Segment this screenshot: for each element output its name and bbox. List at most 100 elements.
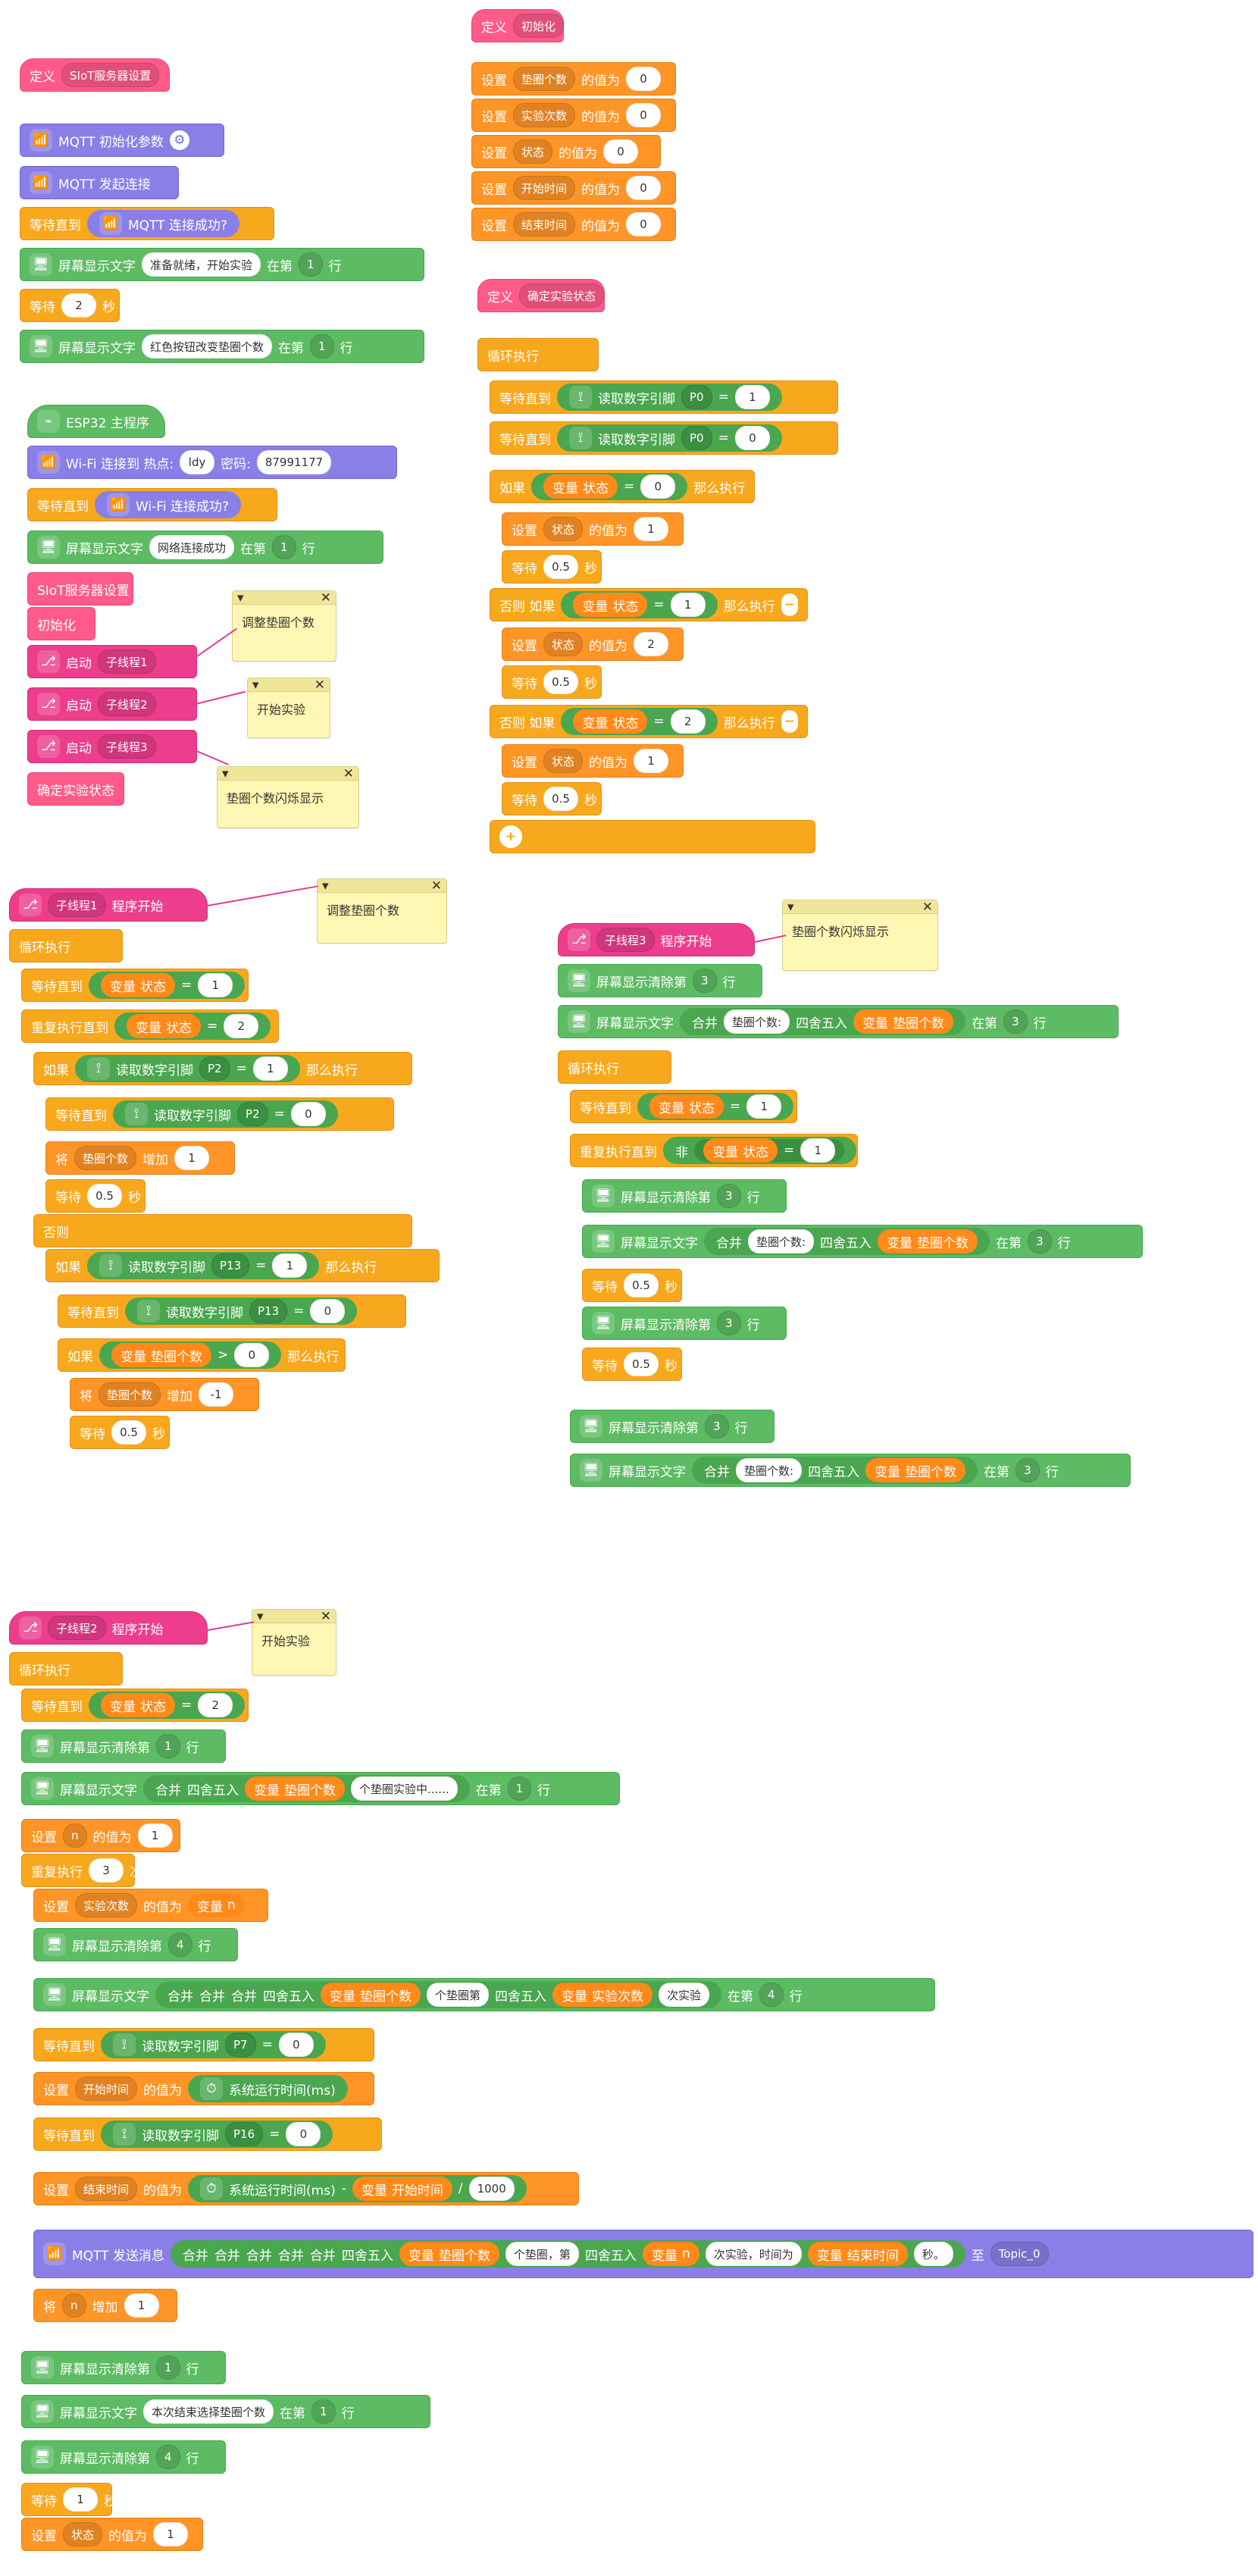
if-washer-gt-0-block[interactable]: 如果 变量 垫圈个数 > 0 那么执行 [58,1338,346,1372]
var-dropdown[interactable]: 垫圈个数 [513,67,576,91]
thread-dropdown[interactable]: 子线程1 [48,893,106,917]
define-init-block[interactable]: 定义 初始化 [471,9,565,42]
gear-icon[interactable]: ⚙ [169,130,189,150]
note-adjust-washers-1[interactable]: ▾ ✕ 调整垫圈个数 [232,590,336,662]
var-dropdown[interactable]: 状态 [543,632,584,656]
pin-value[interactable]: 1 [252,1056,288,1081]
washer-variable[interactable]: 变量 垫圈个数 [399,2242,499,2266]
define-name[interactable]: 确定实验状态 [519,283,605,308]
value-input[interactable]: 0 [626,103,662,127]
state-value[interactable]: 1 [746,1094,782,1119]
print-washer-row-3[interactable]: 🖥 屏幕显示文字 合并 垫圈个数: 四舍五入 变量 垫圈个数 在第 3 行 [558,1005,1119,1038]
washer-variable[interactable]: 变量 垫圈个数 [853,1009,954,1034]
suffix-text[interactable]: 个垫圈实验中...... [351,1776,458,1801]
else-block[interactable]: 否则 [33,1214,412,1247]
define-confirm-block[interactable]: 定义 确定实验状态 [477,279,605,312]
thread-dropdown[interactable]: 子线程3 [98,734,156,759]
start-thread2-block[interactable]: ⎇ 启动 子线程2 [27,687,197,721]
state-equals-condition[interactable]: 变量 状态 = 2 [114,1013,271,1040]
pin-dropdown[interactable]: P2 [199,1056,230,1081]
compare-value[interactable]: 0 [234,1343,270,1367]
chevron-down-icon[interactable]: ▾ [257,1608,264,1624]
row-dropdown[interactable]: 1 [272,535,296,559]
repeat-count[interactable]: 3 [89,1858,124,1883]
clear-row-4-block[interactable]: 🖥 屏幕显示清除第 4 行 [33,1928,238,1961]
washer-variable[interactable]: 变量 垫圈个数 [865,1458,966,1482]
print-experiment-status[interactable]: 🖥 屏幕显示文字 合并 合并 合并 四舍五入 变量 垫圈个数 个垫圈第 四舍五入… [33,1978,935,2011]
pin-equals-condition[interactable]: ⟟ 读取数字引脚 P13 = 0 [125,1297,358,1325]
close-icon[interactable]: ✕ [320,1608,331,1624]
var-dropdown[interactable]: 实验次数 [513,103,576,127]
join-expression[interactable]: 合并 垫圈个数: 四舍五入 变量 垫圈个数 [692,1457,978,1484]
if-p13-1-block[interactable]: 如果 ⟟ 读取数字引脚 P13 = 1 那么执行 [45,1249,440,1282]
var-dropdown[interactable]: 垫圈个数 [74,1146,137,1170]
mqtt-message-expression[interactable]: 合并 合并 合并 合并 合并 四舍五入 变量 垫圈个数 个垫圈，第 四舍五入 变… [170,2240,965,2268]
wait-seconds[interactable]: 0.5 [87,1184,122,1208]
wait-0-5-block[interactable]: 等待 0.5 秒 [45,1179,146,1213]
note-header[interactable]: ▾ ✕ [217,766,358,781]
set-var-block-2[interactable]: 设置 实验次数 的值为 0 [471,99,676,132]
pin-value[interactable]: 1 [272,1254,308,1278]
state-value[interactable]: 0 [640,474,676,499]
if-p2-1-block[interactable]: 如果 ⟟ 读取数字引脚 P2 = 1 那么执行 [33,1052,412,1085]
not-condition[interactable]: 非 变量 状态 = 1 [663,1137,857,1164]
join-expression[interactable]: 合并 四舍五入 变量 垫圈个数 个垫圈实验中...... [143,1775,470,1802]
var-dropdown[interactable]: 开始时间 [75,2077,138,2101]
row-dropdown[interactable]: 3 [1028,1229,1052,1254]
washer-variable[interactable]: 变量 垫圈个数 [878,1229,978,1254]
wait-p2-0-block[interactable]: 等待直到 ⟟ 读取数字引脚 P2 = 0 [45,1097,394,1131]
pin-equals-condition[interactable]: ⟟ 读取数字引脚 P13 = 1 [87,1252,320,1279]
thread-dropdown[interactable]: 子线程2 [98,692,156,716]
value-input[interactable]: 0 [626,67,662,91]
sec-period-text[interactable]: 秒。 [913,2242,953,2266]
var-dropdown[interactable]: 状态 [63,2522,103,2546]
thread3-hat[interactable]: ⎇ 子线程3 程序开始 [558,923,755,956]
wait-seconds[interactable]: 0.5 [624,1273,659,1297]
thread-dropdown[interactable]: 子线程1 [98,649,156,674]
define-name[interactable]: 初始化 [513,14,565,38]
clear-row-3-block-4[interactable]: 🖥 屏幕显示清除第 3 行 [570,1410,775,1443]
runtime-reporter[interactable]: ⏱ 系统运行时间(ms) [188,2075,348,2102]
elif-state-1-block[interactable]: 否则 如果 变量 状态 = 1 那么执行 − [490,588,808,621]
pin-value[interactable]: 0 [734,426,770,450]
add-branch-row[interactable]: + [490,820,815,853]
print-experimenting[interactable]: 🖥 屏幕显示文字 合并 四舍五入 变量 垫圈个数 个垫圈实验中...... 在第… [21,1772,620,1805]
pin-equals-condition[interactable]: ⟟ 读取数字引脚 P0 = 1 [557,383,782,411]
set-state-1-block[interactable]: 设置 状态 的值为 1 [502,512,684,546]
wait-until-p0-1[interactable]: 等待直到 ⟟ 读取数字引脚 P0 = 1 [490,380,838,414]
value-input[interactable]: 1 [634,517,669,541]
chevron-down-icon[interactable]: ▾ [237,590,244,606]
print-end-message[interactable]: 🖥 屏幕显示文字 本次结束选择垫圈个数 在第 1 行 [21,2395,430,2428]
exp-count-variable[interactable]: 变量 实验次数 [552,1983,653,2007]
define-name[interactable]: SIoT服务器设置 [61,63,160,87]
wait-until-block[interactable]: 等待直到 📶 MQTT 连接成功? [20,207,274,240]
state-equals-condition[interactable]: 变量 状态 = 1 [89,972,246,999]
clear-row-3-block[interactable]: 🖥 屏幕显示清除第 3 行 [558,964,762,997]
exp-time-text[interactable]: 次实验，时间为 [705,2242,802,2266]
var-dropdown[interactable]: n [63,1823,87,1848]
loop-block[interactable]: 循环执行 [477,338,599,371]
note-header[interactable]: ▾ ✕ [233,590,336,606]
close-icon[interactable]: ✕ [430,878,442,894]
password-input[interactable]: 87991177 [256,450,332,474]
wait-p13-0-block[interactable]: 等待直到 ⟟ 读取数字引脚 P13 = 0 [58,1294,406,1328]
state-variable[interactable]: 变量 状态 [101,1693,175,1717]
repeat-until-state-2[interactable]: 重复执行直到 变量 状态 = 2 [21,1009,279,1043]
set-var-block-1[interactable]: 设置 垫圈个数 的值为 0 [471,62,676,95]
call-siot-block[interactable]: SIoT服务器设置 [27,572,133,606]
state-variable[interactable]: 变量 状态 [543,474,618,499]
row-dropdown[interactable]: 3 [717,1311,741,1335]
wait-block[interactable]: 等待 2 秒 [20,289,120,322]
exp-text[interactable]: 次实验 [659,1983,710,2007]
washer-gt-condition[interactable]: 变量 垫圈个数 > 0 [99,1341,282,1369]
print-wifi-success-block[interactable]: 🖥 屏幕显示文字 网络连接成功 在第 1 行 [27,531,383,564]
wait-0-5-block-3[interactable]: 等待 0.5 秒 [502,782,602,815]
increase-value[interactable]: -1 [199,1382,234,1407]
mqtt-connect-block[interactable]: 📶 MQTT 发起连接 [20,166,179,199]
close-icon[interactable]: ✕ [922,899,933,915]
state-equals-condition[interactable]: 变量 状态 = 0 [531,473,688,500]
close-icon[interactable]: ✕ [314,677,325,693]
prefix-text[interactable]: 垫圈个数: [724,1009,790,1034]
wait-until-wifi-block[interactable]: 等待直到 📶 Wi-Fi 连接成功? [27,488,277,521]
